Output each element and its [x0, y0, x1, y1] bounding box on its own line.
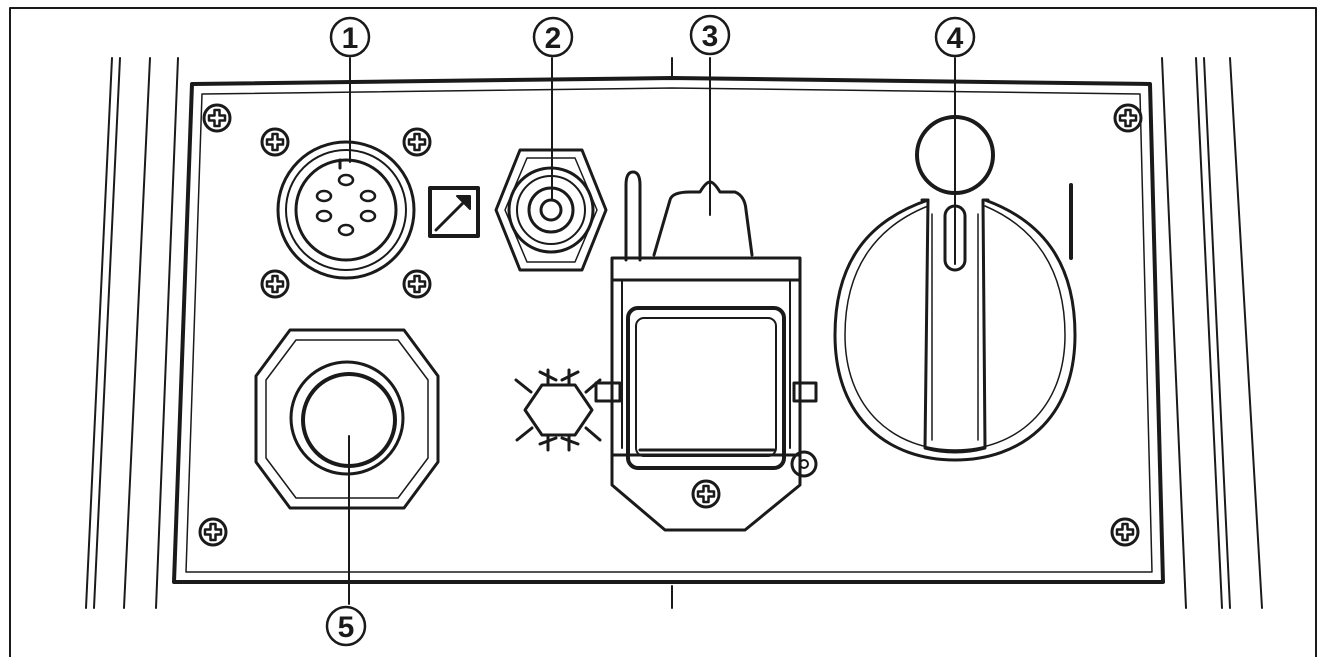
screw-icon: [198, 517, 228, 547]
screw-icon: [1113, 103, 1143, 133]
callout-4: 4: [934, 16, 976, 265]
callout-5-label: 5: [338, 611, 355, 644]
round-connector: [260, 127, 432, 299]
screw-icon: [260, 269, 290, 299]
callout-5: 5: [325, 435, 367, 647]
callout-1-label: 1: [342, 22, 359, 55]
screw-icon: [402, 269, 432, 299]
diagonal-arrow-icon: [428, 186, 480, 238]
hinged-socket: [594, 170, 818, 532]
callout-3-label: 3: [702, 20, 719, 53]
housing-left-lines: [85, 57, 179, 609]
panel-plate: [172, 57, 1165, 609]
callout-2-label: 2: [545, 22, 562, 55]
figure-frame: [9, 7, 1317, 657]
screw-icon: [691, 479, 721, 509]
snowflake-icon: [514, 368, 602, 452]
callout-4-label: 4: [947, 22, 964, 55]
screw-icon: [402, 127, 432, 157]
screw-icon: [260, 127, 290, 157]
cable-gland: [254, 328, 440, 510]
housing-right-lines: [1161, 57, 1263, 609]
callout-2: 2: [532, 16, 574, 201]
callout-1: 1: [329, 16, 371, 163]
screw-icon: [202, 103, 232, 133]
screw-icon: [1110, 517, 1140, 547]
callout-3: 3: [689, 14, 731, 216]
